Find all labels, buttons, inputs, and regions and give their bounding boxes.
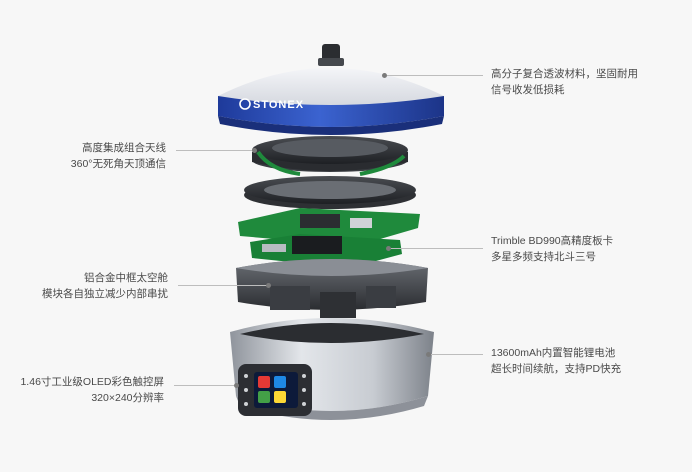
board-annotation-line1: Trimble BD990高精度板卡 [491, 235, 614, 247]
antenna-annotation-line1: 高度集成组合天线 [82, 142, 166, 154]
stonex-logo: STONEX [239, 98, 304, 111]
dome-callout-dot [382, 73, 387, 78]
frame-annotation-line2: 模块各自独立减少内部串扰 [42, 288, 168, 300]
dome-annotation-line1: 高分子复合透波材料，坚固耐用 [491, 68, 638, 80]
screen-annotation-line2: 320×240分辨率 [91, 392, 164, 404]
antenna-annotation-line2: 360°无死角天顶通信 [70, 158, 166, 170]
screen-callout-line [174, 385, 236, 386]
antenna-callout-dot [252, 148, 257, 153]
dome-annotation: 高分子复合透波材料，坚固耐用 信号收发低损耗 [491, 66, 638, 98]
board-annotation-line2: 多星多频支持北斗三号 [491, 251, 596, 263]
battery-callout-line [431, 354, 483, 355]
screen-callout-dot [234, 383, 239, 388]
radome-dome [218, 44, 444, 135]
aluminium-frame [236, 259, 428, 318]
antenna-ring [244, 176, 416, 209]
board-callout-line [391, 248, 483, 249]
frame-callout-line [178, 285, 268, 286]
frame-annotation: 铝合金中框太空舱 模块各自独立减少内部串扰 [20, 270, 168, 302]
frame-annotation-line1: 铝合金中框太空舱 [84, 272, 168, 284]
dome-annotation-line2: 信号收发低损耗 [491, 84, 565, 96]
board-annotation: Trimble BD990高精度板卡 多星多频支持北斗三号 [491, 233, 613, 265]
svg-text:STONEX: STONEX [253, 99, 304, 111]
battery-annotation-line1: 13600mAh内置智能锂电池 [491, 347, 616, 359]
screen-annotation: 1.46寸工业级OLED彩色触控屏 320×240分辨率 [14, 374, 164, 406]
board-callout-dot [386, 246, 391, 251]
oled-touch-screen [238, 364, 312, 416]
screen-annotation-line1: 1.46寸工业级OLED彩色触控屏 [20, 376, 164, 388]
dome-callout-line [387, 75, 483, 76]
gnss-board [238, 208, 420, 268]
battery-annotation: 13600mAh内置智能锂电池 超长时间续航，支持PD快充 [491, 345, 621, 377]
antenna-callout-line [176, 150, 254, 151]
battery-annotation-line2: 超长时间续航，支持PD快充 [491, 363, 622, 375]
antenna-module [252, 136, 408, 176]
frame-callout-dot [266, 283, 271, 288]
battery-callout-dot [426, 352, 431, 357]
antenna-annotation: 高度集成组合天线 360°无死角天顶通信 [30, 140, 166, 172]
